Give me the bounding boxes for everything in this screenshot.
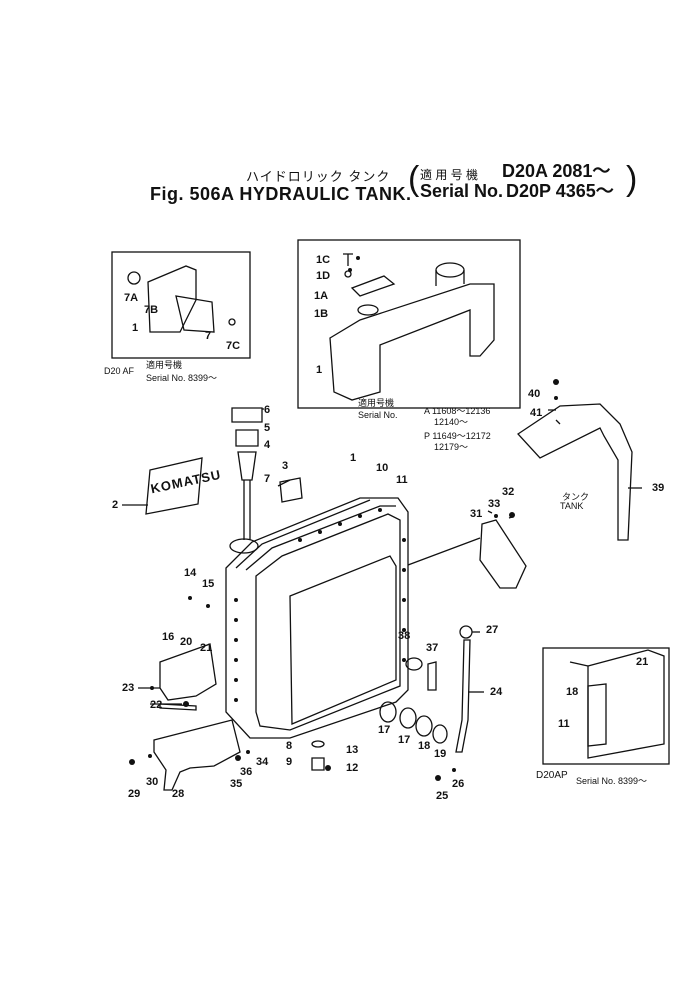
part-label: 8 — [286, 740, 293, 752]
part-label: 20 — [180, 636, 193, 648]
part-label: 1 — [316, 364, 323, 376]
figure-title: Fig. 506A HYDRAULIC TANK. — [150, 184, 412, 204]
inset-right-serial: Serial No. 8399～ — [576, 776, 648, 786]
model-line-1: D20A 2081～ — [502, 161, 611, 181]
part-label: 18 — [566, 686, 579, 698]
arm-28 — [153, 719, 241, 791]
range-a-2: 12140～ — [434, 417, 469, 427]
inset-left-serial: Serial No. 8399～ — [146, 373, 218, 383]
part-label: 4 — [264, 439, 271, 451]
part-label: 9 — [286, 756, 293, 768]
inset-top-serial: Serial No. — [358, 410, 398, 420]
part-label: 13 — [346, 744, 359, 756]
part-label: 15 — [202, 578, 215, 590]
serial-label: Serial No. — [420, 181, 504, 201]
part-label: 28 — [172, 788, 185, 800]
part-label: 38 — [398, 630, 411, 642]
tank-note-en: TANK — [560, 501, 584, 511]
part-label: 10 — [376, 462, 389, 474]
main-tank — [225, 497, 409, 739]
part-label: 35 — [230, 778, 243, 790]
part-label: 27 — [486, 624, 499, 636]
decal — [279, 477, 303, 503]
inset-left-model: D20 AF — [104, 366, 135, 376]
part-label: 24 — [490, 686, 503, 698]
part-label: 37 — [426, 642, 439, 654]
part-label: 17 — [378, 724, 391, 736]
part-label: 31 — [470, 508, 483, 520]
part-label: 14 — [184, 567, 197, 579]
inset-top-jp: 適用号機 — [358, 398, 395, 408]
part-label: 34 — [256, 756, 269, 768]
part-label: 7C — [226, 340, 241, 352]
part-label: 1C — [316, 254, 331, 266]
part-label: 33 — [488, 498, 501, 510]
part-label: 12 — [346, 762, 359, 774]
range-p-1: P 11649～12172 — [424, 431, 491, 441]
part-label: 21 — [200, 642, 213, 654]
part-label: 1A — [314, 290, 329, 302]
part-label: 36 — [240, 766, 253, 778]
part-label: 5 — [264, 422, 271, 434]
part-label: 23 — [122, 682, 135, 694]
range-p-2: 12179～ — [434, 442, 469, 452]
part-label: 11 — [396, 474, 408, 486]
inset-left-frame — [111, 251, 251, 359]
part-label: 1 — [132, 322, 139, 334]
applicable-jp: 適 用 号 機 — [420, 168, 479, 182]
part-label: 30 — [146, 776, 159, 788]
part-label: 6 — [264, 404, 271, 416]
part-label: 1D — [316, 270, 331, 282]
part-label: 26 — [452, 778, 465, 790]
inset-left-bracket — [147, 265, 197, 333]
tank-note-jp: タンク — [562, 492, 590, 502]
part-label: 7A — [124, 292, 139, 304]
part-label: 29 — [128, 788, 141, 800]
inset-left-jp: 適用号機 — [146, 360, 183, 370]
title-japanese: ハイドロリック タンク — [246, 169, 391, 184]
part-label: 21 — [636, 656, 649, 668]
inset-top-frame — [297, 239, 521, 409]
part-label: 16 — [162, 631, 175, 643]
open-paren: ( — [408, 160, 420, 198]
part-label: 7 — [264, 473, 271, 485]
inset-right-model: D20AP — [536, 770, 568, 781]
cover-39 — [517, 403, 633, 541]
part-label: 1 — [350, 452, 357, 464]
part-label: 7B — [144, 304, 159, 316]
part-label: 39 — [652, 482, 665, 494]
part-label: 11 — [558, 718, 570, 730]
part-label: 32 — [502, 486, 515, 498]
close-paren: ) — [626, 160, 638, 198]
part-label: 2 — [112, 499, 119, 511]
logo-plate — [145, 457, 203, 515]
range-a-1: A 11608～12136 — [424, 406, 491, 416]
part-label: 41 — [530, 407, 543, 419]
inset-top-tank — [329, 283, 495, 401]
inset-right-frame — [542, 647, 670, 765]
part-label: 22 — [150, 699, 163, 711]
part-label: 1B — [314, 308, 329, 320]
part-label: 19 — [434, 748, 447, 760]
part-label: 25 — [436, 790, 449, 802]
part-label: 3 — [282, 460, 289, 472]
part-label: 40 — [528, 388, 541, 400]
part-label: 17 — [398, 734, 411, 746]
model-line-2: D20P 4365～ — [506, 181, 614, 201]
part-label: 18 — [418, 740, 431, 752]
part-label: 7 — [205, 330, 212, 342]
